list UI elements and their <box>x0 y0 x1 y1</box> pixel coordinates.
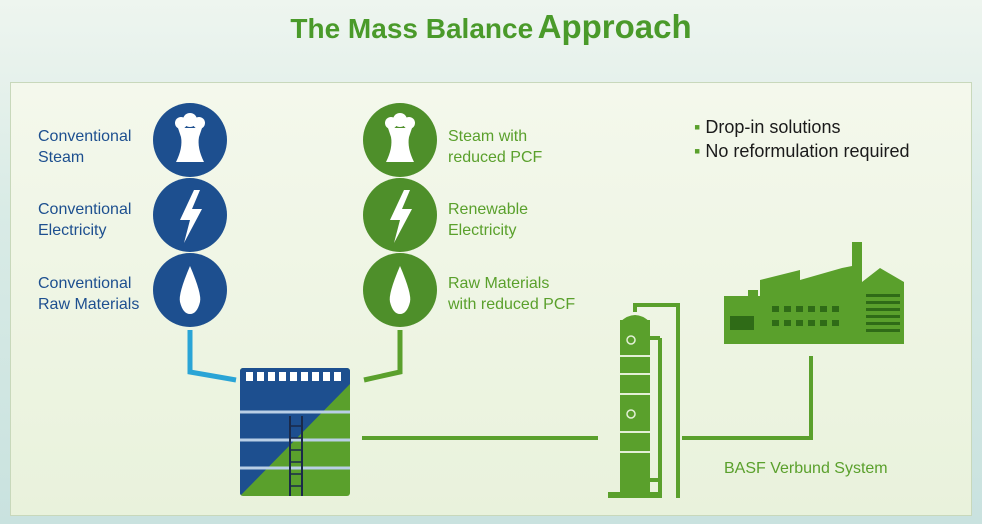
benefit-item: Drop-in solutions <box>694 115 910 139</box>
verbund-label: BASF Verbund System <box>724 460 888 477</box>
blue-connector <box>187 330 237 383</box>
left-label-raw-materials: Conventional Raw Materials <box>38 275 140 313</box>
right-label-raw-materials: Raw Materials with reduced PCF <box>448 275 576 313</box>
left-label-electricity: Conventional Electricity <box>38 201 132 239</box>
steam-icon <box>175 113 205 162</box>
reduced-pcf-steam-circle <box>363 103 437 177</box>
renewable-electricity-circle <box>363 178 437 252</box>
factory-icon <box>724 242 904 344</box>
drop-icon <box>389 266 411 314</box>
left-label-steam: Conventional Steam <box>38 128 132 166</box>
conventional-raw-materials-circle <box>153 253 227 327</box>
steam-icon <box>385 113 415 162</box>
storage-tank-icon <box>240 368 350 496</box>
lightning-icon <box>390 190 412 243</box>
right-label-steam: Steam with reduced PCF <box>448 128 543 166</box>
right-label-electricity: Renewable Electricity <box>448 201 529 239</box>
benefits-list: Drop-in solutions No reformulation requi… <box>694 115 910 163</box>
benefit-item: No reformulation required <box>694 139 909 163</box>
column-to-factory-line <box>682 356 813 440</box>
page-title: The Mass Balance Approach <box>0 8 982 46</box>
conventional-electricity-circle <box>153 178 227 252</box>
green-connector <box>363 330 403 383</box>
drop-icon <box>179 266 201 314</box>
title-part1: The Mass Balance <box>290 13 534 44</box>
distillation-column-icon <box>608 303 680 498</box>
reduced-pcf-raw-materials-circle <box>363 253 437 327</box>
lightning-icon <box>180 190 202 243</box>
title-part2: Approach <box>537 8 692 45</box>
conventional-steam-circle <box>153 103 227 177</box>
